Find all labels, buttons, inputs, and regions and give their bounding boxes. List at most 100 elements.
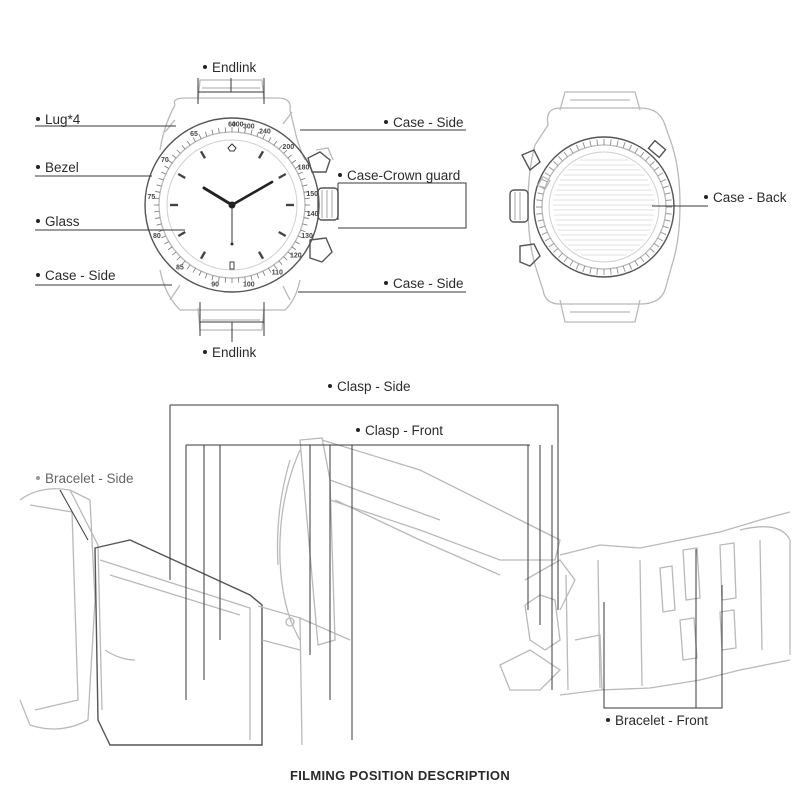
caseback-tooth (537, 192, 544, 195)
bezel-tick (167, 246, 173, 251)
caseback-tooth (653, 166, 660, 171)
hour-marker (177, 230, 186, 238)
bullet-icon (356, 428, 360, 433)
caseback-tooth (664, 192, 671, 195)
bezel-tick (155, 191, 161, 193)
caseback-tooth (569, 260, 574, 267)
bezel-number: 120 (290, 252, 302, 259)
caseback-tooth (665, 212, 672, 215)
bezel-tick (244, 128, 246, 134)
caseback-brushing (553, 159, 655, 256)
bezel-tick (176, 256, 181, 261)
bezel-number: 400 (232, 122, 244, 129)
bezel-tick (161, 171, 167, 175)
hour-marker (278, 230, 287, 238)
bezel-tick (211, 275, 214, 281)
bezel-number: 140 (307, 211, 319, 218)
bezel-ticks (154, 127, 310, 283)
caseback-tooth (553, 248, 559, 253)
bracelet-clasp (19, 437, 791, 746)
bullet-icon (203, 350, 207, 355)
caseback-tooth (575, 144, 580, 151)
caseback-tooth (558, 252, 563, 258)
caseback-tooth (622, 265, 626, 272)
bullet-icon (384, 120, 388, 125)
caseback-tooth (609, 268, 612, 275)
caseback-tooth (649, 161, 655, 166)
caseback-tooth (622, 142, 626, 149)
bezel-tick (204, 131, 208, 137)
bezel-tick (192, 268, 196, 273)
bezel-tick (198, 134, 202, 140)
bezel-number: 300 (243, 123, 255, 130)
caseback-tooth (596, 268, 599, 275)
hour-marker (177, 172, 186, 180)
caseback-tooth (657, 172, 664, 177)
caseback-tooth (537, 219, 544, 222)
caseback-tooth (575, 263, 580, 270)
watch-back (509, 91, 681, 323)
label-case-side-bottom-right: Case - Side (384, 276, 464, 292)
bezel-tick (250, 129, 253, 135)
bezel-tick (158, 177, 164, 181)
diagram-caption: FILMING POSITION DESCRIPTION (289, 768, 511, 783)
caseback-tooth (536, 199, 543, 202)
bullet-icon (203, 65, 207, 70)
caseback-tooth (563, 256, 568, 263)
bezel-number: 75 (148, 194, 156, 201)
bullet-icon (606, 718, 610, 723)
caseback-tooth (645, 252, 650, 258)
bullet-icon (36, 476, 40, 481)
bezel-tick (171, 251, 177, 256)
caseback-tooth (664, 219, 671, 222)
label-case-side-left: Case - Side (36, 268, 116, 284)
watch-hands (202, 180, 274, 246)
caseback-tooth (563, 151, 568, 158)
bezel-tick (268, 137, 272, 142)
caseback-tooth (634, 147, 639, 154)
bezel-number: 100 (243, 282, 255, 289)
bullet-icon (328, 384, 332, 389)
caseback-tooth (553, 161, 559, 166)
bezel-tick (297, 171, 303, 175)
bezel-tick (181, 144, 186, 150)
bezel-tick (155, 217, 161, 219)
label-clasp-front: Clasp - Front (356, 423, 443, 439)
bezel-tick (283, 256, 288, 261)
bezel-tick (156, 184, 162, 187)
label-glass: Glass (36, 214, 80, 230)
bullet-icon (704, 195, 708, 200)
bezel-tick (256, 273, 260, 279)
hour-marker (199, 251, 207, 260)
label-case-back: Case - Back (704, 190, 787, 206)
bezel-number: 180 (298, 164, 310, 171)
bezel-number: 150 (306, 191, 318, 198)
caseback-tooth (609, 139, 612, 146)
bezel-tick (302, 184, 308, 187)
bezel-tick (186, 140, 191, 146)
label-bezel: Bezel (36, 160, 79, 176)
bezel-tick (186, 264, 191, 270)
bezel-tick (297, 235, 303, 239)
hour-marker (257, 150, 265, 159)
caseback-tooth (634, 260, 639, 267)
caseback-tooth (616, 140, 619, 147)
caseback-tooth (657, 237, 664, 242)
bezel-tick (218, 128, 220, 134)
bezel-tick (295, 165, 300, 169)
hour-marker (199, 150, 207, 159)
caseback-tooth (544, 237, 551, 242)
bullet-icon (36, 117, 40, 122)
bezel-number: 90 (211, 282, 219, 289)
bezel-number: 65 (190, 131, 198, 138)
caseback-tooth (596, 139, 599, 146)
callout-lines (35, 78, 723, 740)
bullet-icon (338, 173, 342, 178)
caseback-tooth (541, 231, 548, 236)
bezel-tick (250, 275, 253, 281)
label-clasp-side: Clasp - Side (328, 379, 411, 395)
bezel-tick (176, 149, 181, 154)
